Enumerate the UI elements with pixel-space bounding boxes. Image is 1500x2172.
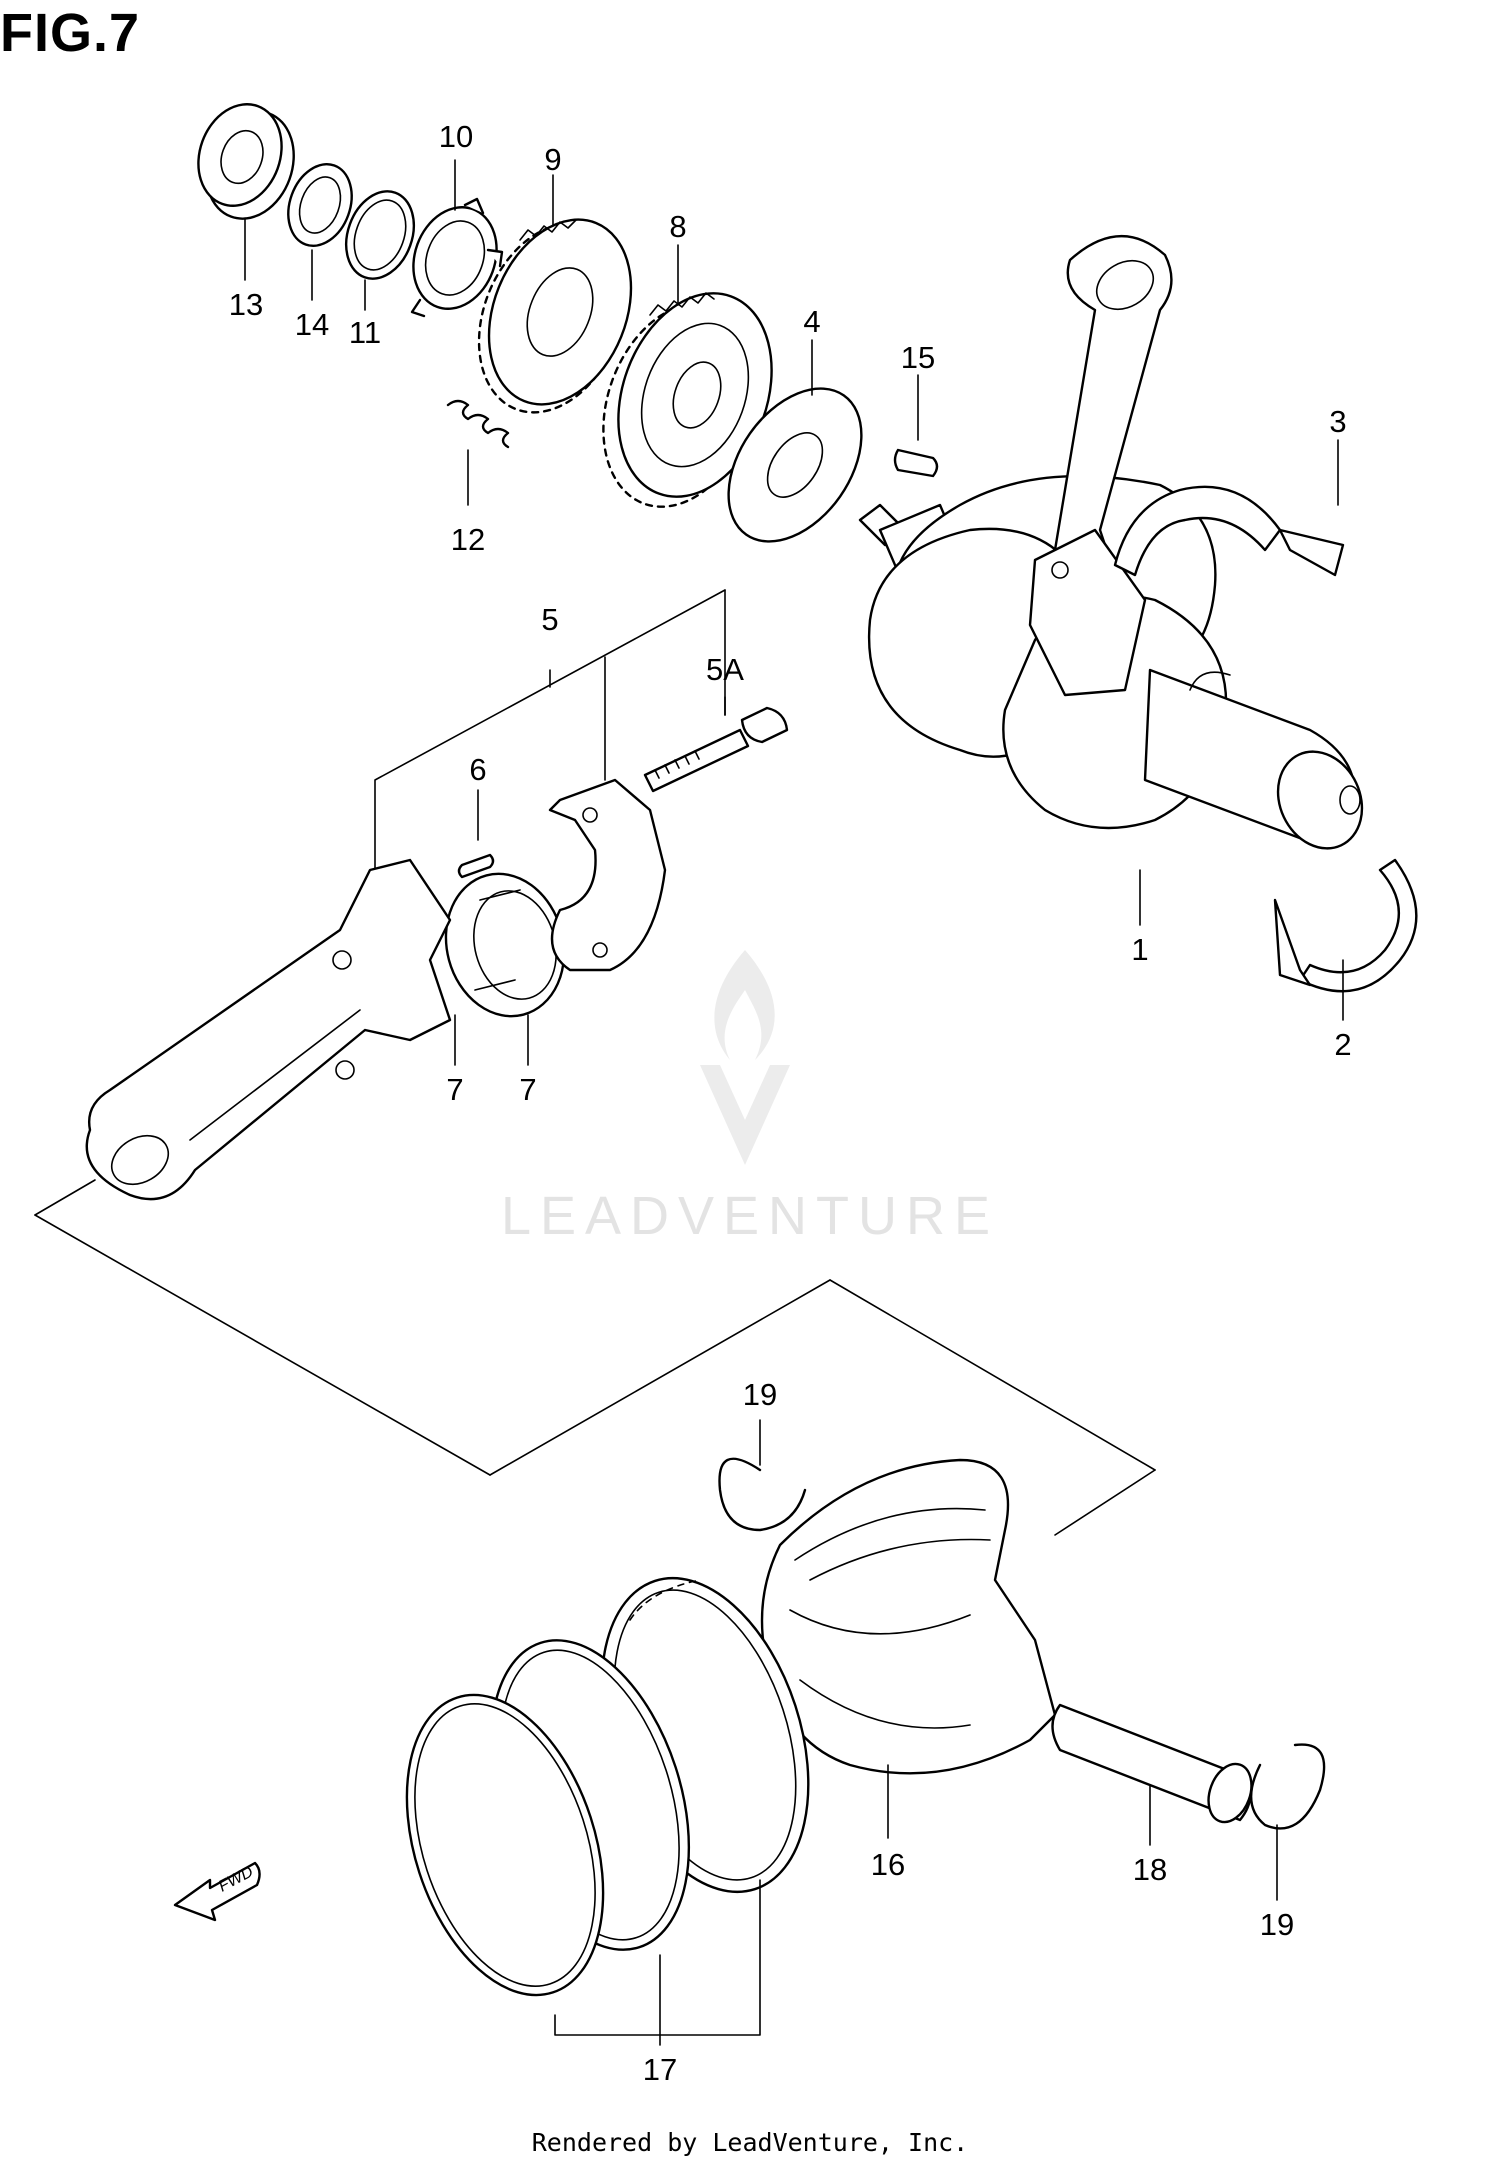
callout-16: 16: [871, 1847, 905, 1882]
callout-18: 18: [1133, 1852, 1167, 1887]
watermark-text: LEADVENTURE: [500, 1186, 1000, 1246]
piston-16: [760, 1458, 1057, 1775]
callout-15: 15: [901, 340, 935, 375]
lock-washer-10: [410, 197, 504, 318]
callout-7b: 7: [519, 1072, 536, 1107]
spring-12: [446, 399, 510, 449]
pin-6: [457, 853, 495, 879]
callout-7a: 7: [446, 1072, 463, 1107]
gear-9: [477, 218, 633, 414]
callout-6: 6: [469, 752, 486, 787]
rod-cap: [548, 778, 667, 972]
callout-11: 11: [349, 315, 381, 350]
footer-credit: Rendered by LeadVenture, Inc.: [531, 2128, 969, 2157]
piston-pin-18: [1051, 1703, 1253, 1824]
callout-2: 2: [1334, 1027, 1351, 1062]
callout-19a: 19: [743, 1377, 777, 1412]
piston-rings-17: [405, 1576, 810, 1997]
thrust-washer-4: [727, 387, 863, 543]
bearing-2: [1273, 858, 1418, 993]
key-15: [893, 448, 939, 478]
callout-10: 10: [439, 119, 473, 154]
callout-3: 3: [1329, 404, 1346, 439]
circlip-11: [345, 190, 415, 280]
gear-8: [602, 292, 773, 508]
fwd-arrow-icon: FWD: [173, 1861, 261, 1922]
nut-13: [197, 103, 295, 220]
washer-14: [287, 163, 353, 247]
callout-17: 17: [643, 2052, 677, 2087]
watermark-logo: [700, 950, 790, 1165]
assembly-separator: [34, 1179, 1156, 1536]
callout-9: 9: [544, 142, 561, 177]
callout-4: 4: [803, 304, 820, 339]
con-rod-upper: [1028, 235, 1173, 697]
callout-8: 8: [669, 209, 686, 244]
callout-numbers: 13 14 11 10 9 8 12 4 15 3 1 2 5 5A 6 7 7…: [229, 119, 1352, 2087]
callout-14: 14: [295, 307, 329, 342]
circlip-19-top: [718, 1457, 807, 1532]
circlip-19-right: [1249, 1743, 1326, 1830]
callout-5a: 5A: [706, 652, 744, 687]
rings-bracket-17: [554, 1879, 761, 2036]
con-rod-lower: [85, 858, 452, 1201]
bearing-3: [1113, 485, 1345, 577]
callout-5: 5: [541, 602, 558, 637]
callout-13: 13: [229, 287, 263, 322]
figure-title: FIG.7: [0, 3, 141, 63]
bracket-5: [374, 589, 726, 906]
callout-19b: 19: [1260, 1907, 1294, 1942]
callout-1: 1: [1131, 932, 1148, 967]
bolt-5a: [643, 706, 789, 793]
leader-lines: [244, 159, 1344, 2046]
callout-12: 12: [451, 522, 485, 557]
